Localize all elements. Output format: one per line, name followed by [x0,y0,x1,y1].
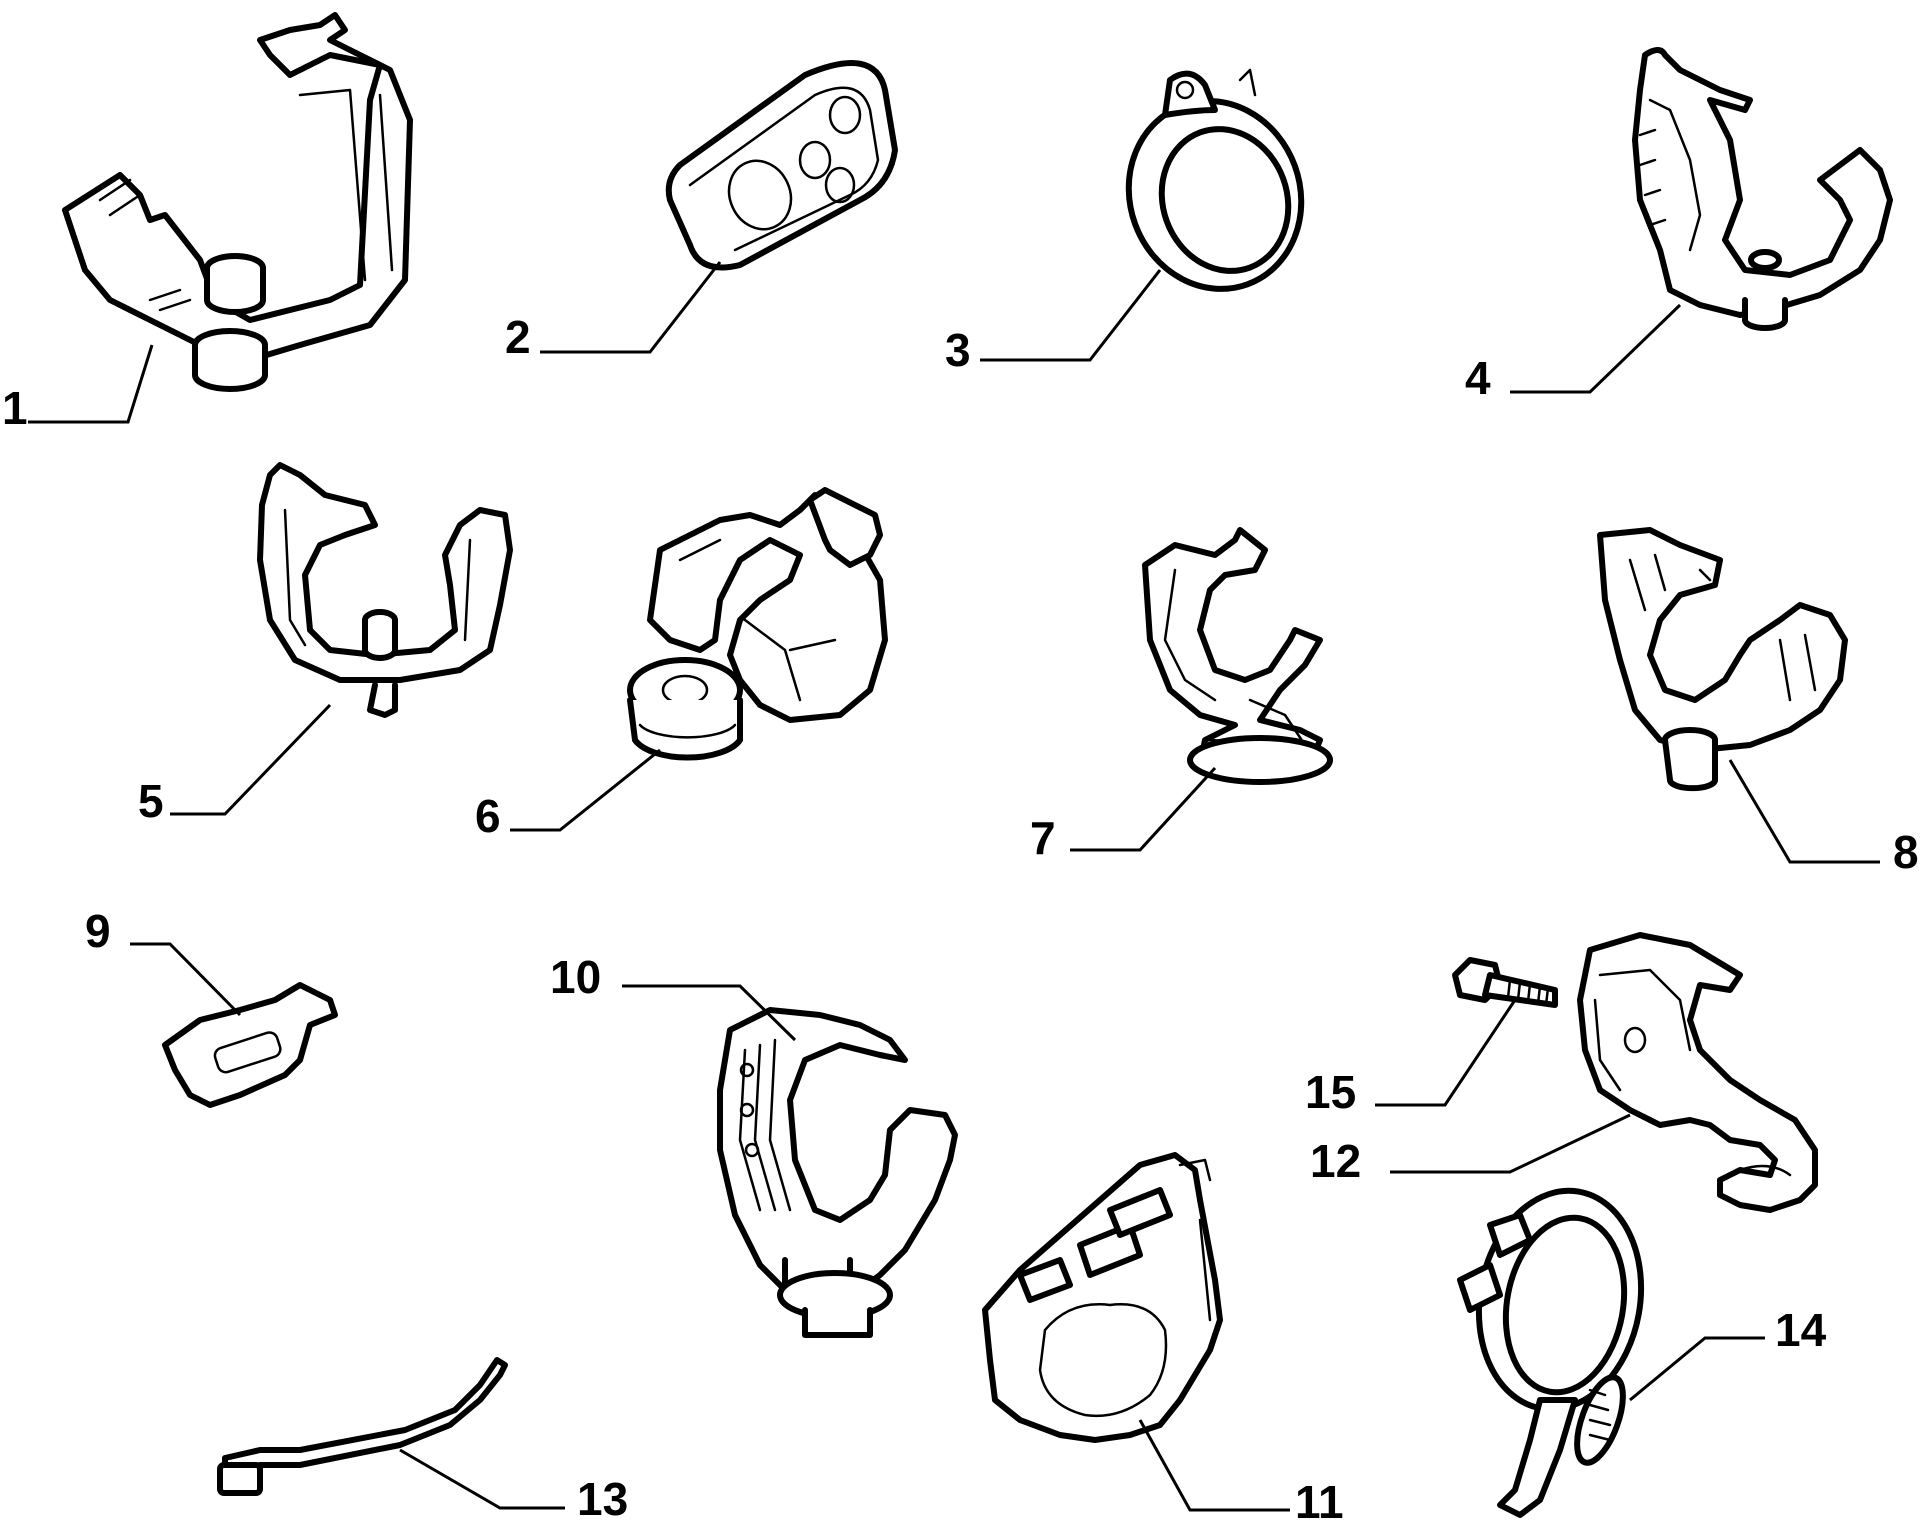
callout-6: 6 [475,790,501,842]
callout-1: 1 [2,382,28,434]
part-8-pipe-clip [1597,527,1848,792]
part-9-small-clip [162,982,338,1108]
callout-14: 14 [1775,1304,1827,1356]
callout-labels: 1 2 3 4 5 6 7 8 9 10 11 12 13 14 15 [2,311,1919,1528]
leader-15 [1375,999,1517,1107]
callout-11: 11 [1295,1476,1344,1528]
part-15-bolt [1452,957,1558,1008]
part-14-double-clamp [1457,1187,1645,1518]
callout-10: 10 [550,951,601,1003]
callout-3: 3 [945,324,971,376]
leader-10 [622,984,797,1042]
leader-13 [399,1448,565,1510]
part-13-cable-tie [217,1357,508,1496]
callout-15: 15 [1305,1066,1356,1118]
leader-7 [1070,766,1217,852]
leader-3 [980,269,1162,362]
leader-4 [1510,303,1682,394]
leader-6 [510,748,661,832]
part-1-bracket-clamp [62,12,413,392]
part-6-grommet-clip [627,487,888,761]
callout-5: 5 [138,775,164,827]
part-2-grommet [665,60,898,271]
part-11-housing-bracket [982,1152,1223,1443]
callout-12: 12 [1310,1135,1361,1187]
leader-12 [1390,1113,1631,1174]
part-4-toothed-clip [1632,47,1893,331]
leader-14 [1629,1336,1765,1402]
callout-4: 4 [1465,352,1491,404]
callout-2: 2 [505,311,531,363]
leader-2 [540,261,722,354]
leader-9 [130,942,242,1017]
leader-8 [1728,759,1880,864]
part-3-ring-clamp [1125,68,1305,292]
leader-1 [28,344,154,424]
leader-11 [1138,1419,1290,1512]
callout-9: 9 [85,905,111,957]
part-7-hook-bracket [1142,527,1333,785]
part-5-u-clip [257,462,513,718]
leader-lines [28,261,1880,1512]
callout-7: 7 [1030,812,1056,864]
callout-13: 13 [577,1473,628,1525]
part-10-large-pipe-clip [717,1007,958,1338]
leader-5 [170,703,332,816]
part-12-mounting-bracket [1577,932,1818,1213]
callout-8: 8 [1893,826,1919,878]
